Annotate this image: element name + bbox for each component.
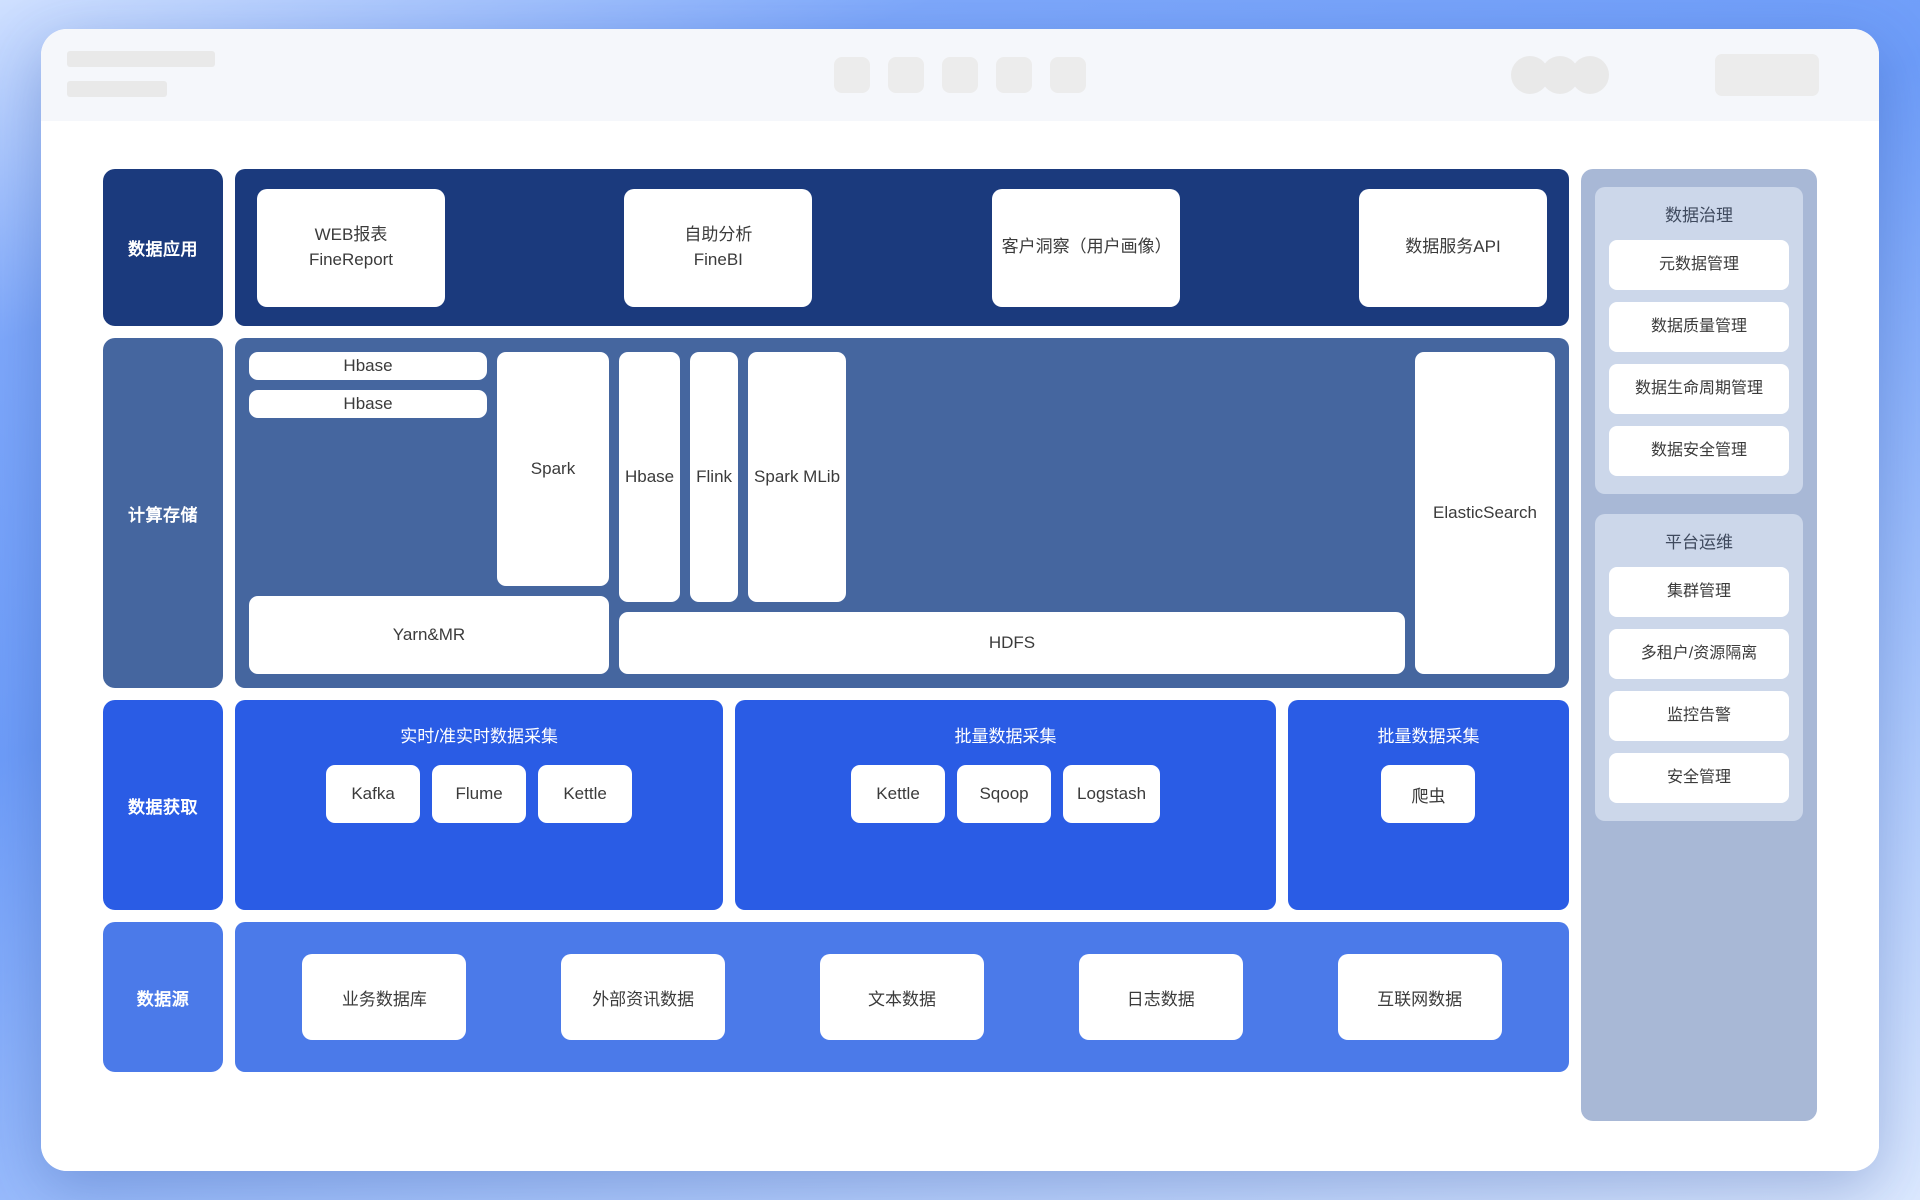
compute-box-hdfs[interactable]: HDFS xyxy=(619,612,1405,674)
app-card-customer-insight[interactable]: 客户洞察（用户画像） xyxy=(991,188,1180,307)
governance-item-data-quality[interactable]: 数据质量管理 xyxy=(1609,302,1789,352)
layer-body-data-source: 业务数据库 外部资讯数据 文本数据 日志数据 互联网数据 xyxy=(235,922,1569,1072)
placeholder-line-1 xyxy=(67,51,215,67)
acquisition-chip-logstash[interactable]: Logstash xyxy=(1063,765,1161,823)
browser-window: 数据应用 WEB报表 FineReport 自助分析 FineBI 客户洞察（用… xyxy=(41,29,1879,1171)
acquisition-items-batch: Kettle Sqoop Logstash xyxy=(851,765,1161,823)
source-card-log-data[interactable]: 日志数据 xyxy=(1078,954,1243,1040)
toolbar-chip-2[interactable] xyxy=(888,57,924,93)
acquisition-group-crawler: 批量数据采集 爬虫 xyxy=(1287,700,1570,910)
governance-item-metadata[interactable]: 元数据管理 xyxy=(1609,240,1789,290)
layer-label-data-application: 数据应用 xyxy=(103,169,223,326)
acquisition-group-realtime: 实时/准实时数据采集 Kafka Flume Kettle xyxy=(235,700,724,910)
acquisition-chip-kafka[interactable]: Kafka xyxy=(326,765,421,823)
compute-box-spark-mlib[interactable]: Spark MLib xyxy=(748,352,847,602)
compute-box-hbase-3[interactable]: Hbase xyxy=(619,352,681,602)
side-panel-platform-ops: 平台运维 集群管理 多租户/资源隔离 监控告警 安全管理 xyxy=(1595,514,1803,821)
compute-box-flink[interactable]: Flink xyxy=(690,352,739,602)
titlebar-toolbar-chips[interactable] xyxy=(834,57,1086,93)
acquisition-chip-kettle-batch[interactable]: Kettle xyxy=(851,765,946,823)
compute-box-hbase-2[interactable]: Hbase xyxy=(249,390,487,418)
data-application-band: WEB报表 FineReport 自助分析 FineBI 客户洞察（用户画像） … xyxy=(235,169,1569,326)
layer-compute-storage: 计算存储 Hbase Hbase Spark xyxy=(103,338,1569,688)
ops-item-security-management[interactable]: 安全管理 xyxy=(1609,753,1789,803)
compute-mid-top: Hbase Flink Spark MLib xyxy=(619,352,1405,602)
side-panels-container: 数据治理 元数据管理 数据质量管理 数据生命周期管理 数据安全管理 平台运维 集… xyxy=(1581,169,1817,1121)
source-card-business-db[interactable]: 业务数据库 xyxy=(302,954,467,1040)
side-panel-title-data-governance: 数据治理 xyxy=(1665,206,1733,225)
acquisition-items-realtime: Kafka Flume Kettle xyxy=(326,765,633,823)
toolbar-chip-1[interactable] xyxy=(834,57,870,93)
layer-data-source: 数据源 业务数据库 外部资讯数据 文本数据 日志数据 互联网数据 xyxy=(103,922,1569,1072)
toolbar-chip-3[interactable] xyxy=(942,57,978,93)
avatar-3[interactable] xyxy=(1571,56,1609,94)
compute-box-hbase-1[interactable]: Hbase xyxy=(249,352,487,380)
source-card-text-data[interactable]: 文本数据 xyxy=(819,954,984,1040)
app-card-self-service-analysis[interactable]: 自助分析 FineBI xyxy=(624,188,813,307)
ops-item-monitoring-alerts[interactable]: 监控告警 xyxy=(1609,691,1789,741)
layer-label-data-acquisition: 数据获取 xyxy=(103,700,223,910)
compute-box-yarn-mr[interactable]: Yarn&MR xyxy=(249,596,609,674)
acquisition-chip-crawler[interactable]: 爬虫 xyxy=(1381,765,1476,823)
titlebar-action-button[interactable] xyxy=(1715,54,1819,96)
side-column: 数据治理 元数据管理 数据质量管理 数据生命周期管理 数据安全管理 平台运维 集… xyxy=(1581,169,1817,1121)
governance-item-lifecycle[interactable]: 数据生命周期管理 xyxy=(1609,364,1789,414)
compute-box-elasticsearch[interactable]: ElasticSearch xyxy=(1415,352,1555,674)
layer-label-compute-storage: 计算存储 xyxy=(103,338,223,688)
diagram-canvas: 数据应用 WEB报表 FineReport 自助分析 FineBI 客户洞察（用… xyxy=(41,121,1879,1171)
layer-column: 数据应用 WEB报表 FineReport 自助分析 FineBI 客户洞察（用… xyxy=(103,169,1570,1121)
avatar-group[interactable] xyxy=(1511,56,1609,94)
layer-label-data-source: 数据源 xyxy=(103,922,223,1072)
acquisition-items-crawler: 爬虫 xyxy=(1381,765,1476,823)
governance-item-data-security[interactable]: 数据安全管理 xyxy=(1609,426,1789,476)
source-card-internet-data[interactable]: 互联网数据 xyxy=(1337,954,1502,1040)
compute-left-top: Hbase Hbase Spark xyxy=(249,352,609,586)
data-source-band: 业务数据库 外部资讯数据 文本数据 日志数据 互联网数据 xyxy=(235,922,1569,1072)
layer-data-acquisition: 数据获取 实时/准实时数据采集 Kafka Flume Kettle 批量数据采… xyxy=(103,700,1570,910)
placeholder-line-2 xyxy=(67,81,167,97)
titlebar-placeholder-lines xyxy=(67,51,215,97)
side-panel-data-governance: 数据治理 元数据管理 数据质量管理 数据生命周期管理 数据安全管理 xyxy=(1595,187,1803,494)
toolbar-chip-4[interactable] xyxy=(996,57,1032,93)
acquisition-group-title-crawler: 批量数据采集 xyxy=(1377,727,1480,746)
acquisition-group-batch: 批量数据采集 Kettle Sqoop Logstash xyxy=(735,700,1276,910)
layer-body-compute-storage: Hbase Hbase Spark Yarn&MR Hbase xyxy=(235,338,1569,688)
window-titlebar xyxy=(41,29,1879,121)
app-card-web-report[interactable]: WEB报表 FineReport xyxy=(257,188,445,307)
layer-body-data-acquisition: 实时/准实时数据采集 Kafka Flume Kettle 批量数据采集 Ket… xyxy=(235,700,1570,910)
toolbar-chip-5[interactable] xyxy=(1050,57,1086,93)
acquisition-chip-flume[interactable]: Flume xyxy=(432,765,527,823)
architecture-diagram: 数据应用 WEB报表 FineReport 自助分析 FineBI 客户洞察（用… xyxy=(103,169,1817,1121)
layer-data-application: 数据应用 WEB报表 FineReport 自助分析 FineBI 客户洞察（用… xyxy=(103,169,1569,326)
source-card-external-info[interactable]: 外部资讯数据 xyxy=(561,954,726,1040)
ops-item-cluster-management[interactable]: 集群管理 xyxy=(1609,567,1789,617)
compute-mid-cluster: Hbase Flink Spark MLib HDFS xyxy=(619,352,1405,674)
compute-storage-band: Hbase Hbase Spark Yarn&MR Hbase xyxy=(235,338,1569,688)
ops-item-multi-tenant[interactable]: 多租户/资源隔离 xyxy=(1609,629,1789,679)
compute-left-cluster: Hbase Hbase Spark Yarn&MR xyxy=(249,352,609,674)
side-panel-title-platform-ops: 平台运维 xyxy=(1665,533,1733,552)
layer-body-data-application: WEB报表 FineReport 自助分析 FineBI 客户洞察（用户画像） … xyxy=(235,169,1569,326)
compute-box-spark[interactable]: Spark xyxy=(497,352,609,586)
app-card-data-service-api[interactable]: 数据服务API xyxy=(1358,188,1547,307)
acquisition-group-title-realtime: 实时/准实时数据采集 xyxy=(400,727,558,746)
acquisition-chip-sqoop[interactable]: Sqoop xyxy=(957,765,1052,823)
acquisition-group-title-batch: 批量数据采集 xyxy=(954,727,1057,746)
hbase-stack: Hbase Hbase xyxy=(249,352,487,586)
acquisition-chip-kettle-realtime[interactable]: Kettle xyxy=(538,765,633,823)
